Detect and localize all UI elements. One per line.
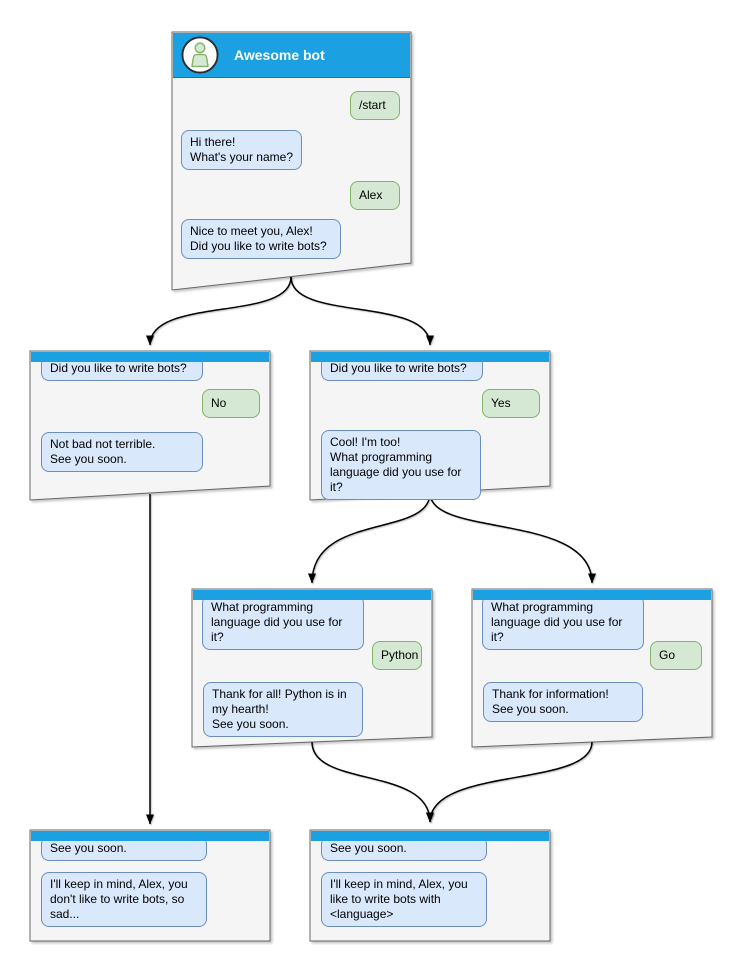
chat-node-yes-branch: Did you like to write bots? Yes Cool! I'… (310, 351, 550, 500)
bot-message-bubble: Nice to meet you, Alex! Did you like to … (181, 219, 341, 259)
bot-message-bubble: Cool! I'm too! What programming language… (321, 430, 481, 500)
node-title-bar (311, 352, 549, 362)
user-message-bubble: Alex (350, 181, 400, 210)
user-message-bubble: /start (350, 91, 400, 120)
edge-yes-to-go (429, 492, 596, 584)
user-message-bubble: Go (650, 641, 702, 670)
edge-root-to-no (146, 276, 292, 346)
bot-message-bubble: Thank for all! Python is in my hearth! S… (203, 682, 363, 737)
user-message-bubble: Yes (482, 389, 540, 418)
chat-node-root: Awesome bot /start Hi there! What's your… (172, 32, 411, 290)
bot-message-bubble: I'll keep in mind, Alex, you don't like … (41, 872, 207, 927)
chat-node-go-branch: What programming language did you use fo… (472, 589, 712, 747)
bot-title: Awesome bot (234, 47, 325, 63)
bot-message-bubble: What programming language did you use fo… (202, 595, 364, 650)
avatar-person-icon (181, 36, 219, 74)
edge-yes-to-python (308, 492, 431, 584)
node-title-bar (31, 352, 269, 362)
node-title-bar (311, 831, 549, 841)
chat-node-python-branch: What programming language did you use fo… (192, 589, 432, 747)
node-title-bar (473, 590, 711, 600)
chat-node-end-no: See you soon. I'll keep in mind, Alex, y… (30, 830, 270, 941)
user-message-bubble: No (202, 389, 260, 418)
edge-python-to-end (311, 741, 434, 823)
chat-node-no-branch: Did you like to write bots? No Not bad n… (30, 351, 270, 500)
edge-root-to-yes (290, 276, 434, 346)
node-title-bar (31, 831, 269, 841)
bot-message-bubble: Hi there! What's your name? (181, 130, 302, 170)
chat-header: Awesome bot (173, 33, 410, 78)
bot-message-bubble: Not bad not terrible. See you soon. (41, 432, 203, 472)
chat-node-end-language: See you soon. I'll keep in mind, Alex, y… (310, 830, 550, 941)
node-title-bar (193, 590, 431, 600)
bot-message-bubble: Thank for information! See you soon. (483, 682, 643, 722)
bot-message-bubble: What programming language did you use fo… (482, 595, 644, 650)
bot-message-bubble: I'll keep in mind, Alex, you like to wri… (321, 872, 487, 927)
edge-go-to-end (426, 741, 593, 823)
user-message-bubble: Python (372, 641, 422, 670)
